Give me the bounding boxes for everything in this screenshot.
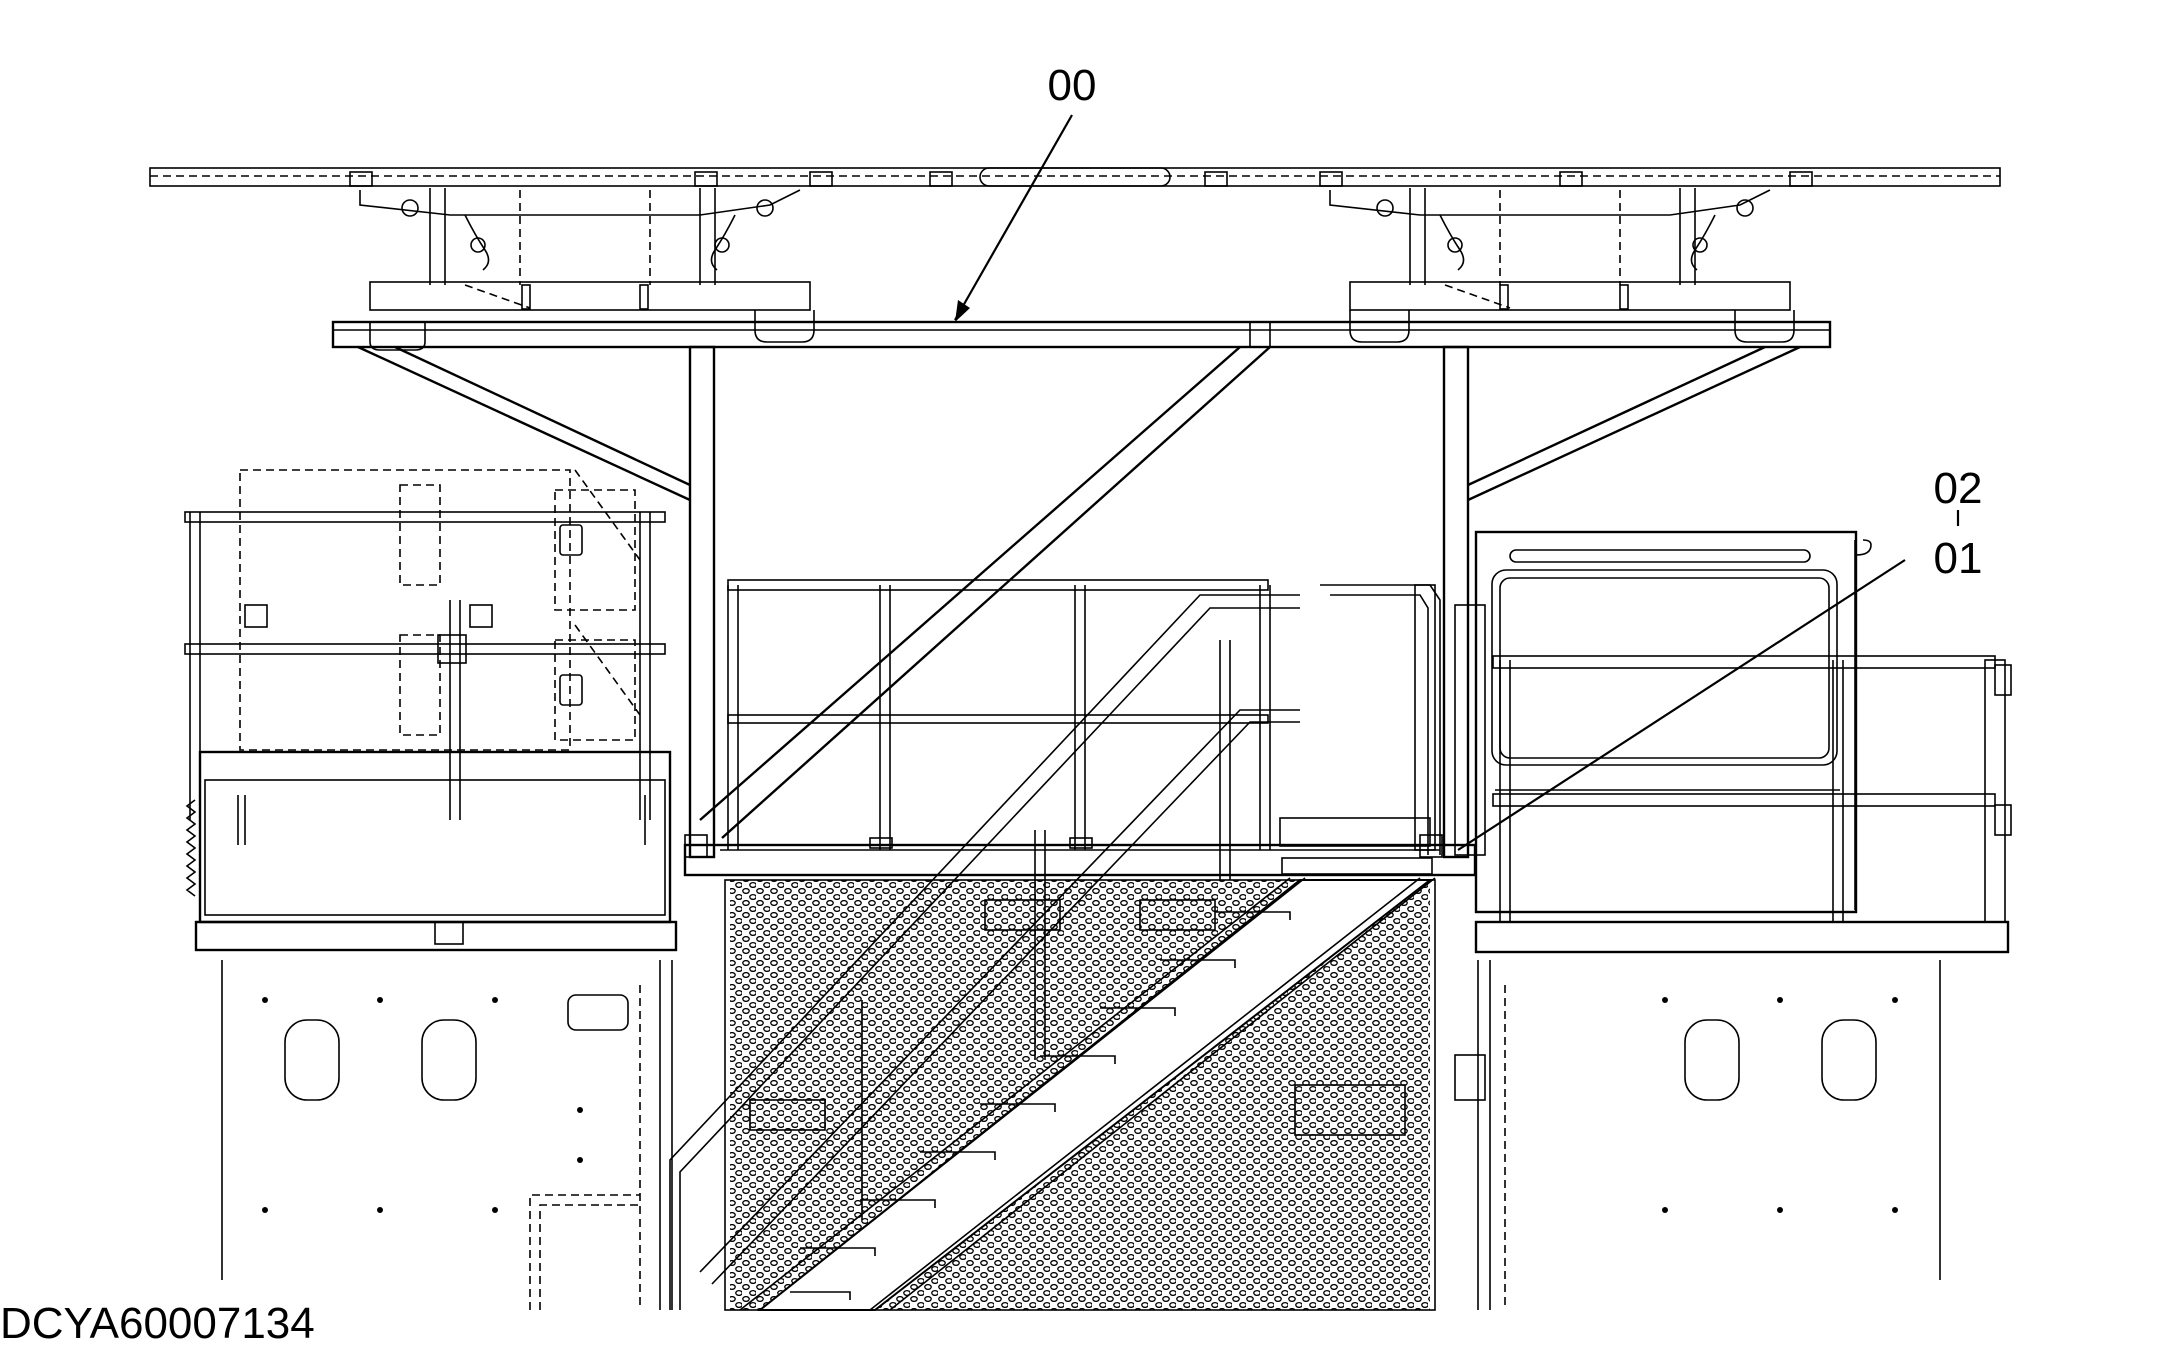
- right-mount-mechanism: [1329, 188, 1791, 311]
- callout-00-leader: [954, 114, 1073, 321]
- staircase: [669, 594, 1436, 1311]
- callout-00-arrow: [955, 300, 970, 322]
- roof-panel: [149, 167, 2001, 187]
- callout-01-leader: [1457, 559, 1906, 851]
- left-mount-mechanism: [359, 188, 811, 311]
- callout-label-00: 00: [1048, 61, 1097, 110]
- left-unit: [184, 469, 678, 952]
- callout-label-02: 02: [1934, 464, 1983, 513]
- right-unit: [1474, 530, 2012, 954]
- callout-label-01: 01: [1934, 534, 1983, 583]
- document-id: DCYA60007134: [0, 1299, 315, 1345]
- center-platform: [683, 579, 1486, 877]
- callout-leaders: [954, 114, 1960, 851]
- canopy-frame: [331, 310, 1832, 859]
